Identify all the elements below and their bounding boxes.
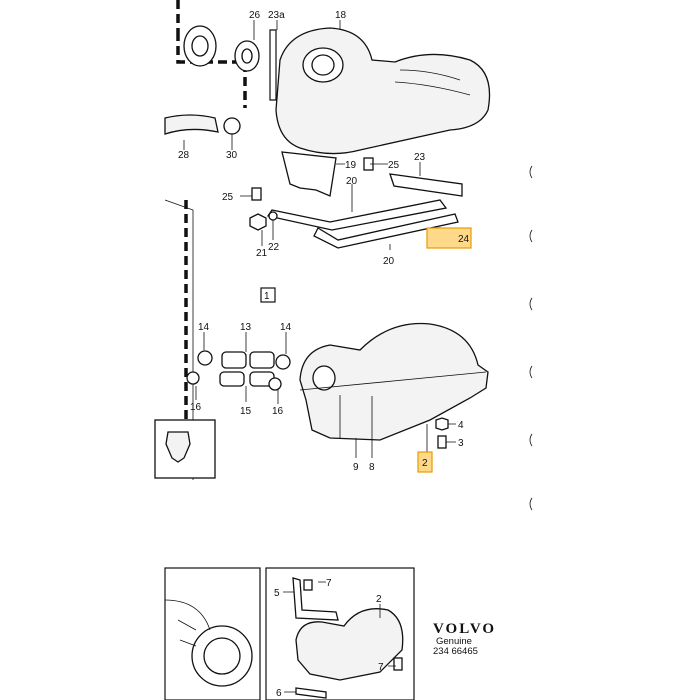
washer-part <box>268 211 278 221</box>
fuel-tank-inset <box>295 608 404 681</box>
inset-bolt-part <box>303 579 313 591</box>
callout-13: 13 <box>240 322 252 333</box>
callout-7-upper: 7 <box>326 578 332 589</box>
hose-part-13b <box>249 351 275 369</box>
callout-18: 18 <box>335 10 347 21</box>
callout-16-right: 16 <box>272 406 284 417</box>
bolt-part-3 <box>437 435 447 449</box>
hose-part-15a <box>219 371 245 387</box>
callout-23: 23 <box>414 152 426 163</box>
tank-strap-upper <box>266 199 448 231</box>
callout-20-upper: 20 <box>346 176 358 187</box>
callout-23a: 23a <box>268 10 285 21</box>
callout-2-inset: 2 <box>376 594 382 605</box>
callout-2: 2 <box>422 458 428 469</box>
brand-genuine: Genuine <box>436 636 472 647</box>
hose-clamp-part <box>223 117 241 135</box>
highlight-24 <box>426 227 472 249</box>
callout-16-left: 16 <box>190 402 202 413</box>
callout-30: 30 <box>226 150 238 161</box>
inset-bolt-part-b <box>393 657 403 671</box>
clip-part <box>165 431 191 463</box>
view-marker-box <box>260 287 276 303</box>
callout-9: 9 <box>353 462 359 473</box>
callout-25-left: 25 <box>222 192 234 203</box>
cut-line-top <box>176 0 247 108</box>
callout-19: 19 <box>345 160 357 171</box>
frame-edge <box>164 199 194 480</box>
callout-7-lower: 7 <box>378 662 384 673</box>
callout-22: 22 <box>268 242 280 253</box>
callout-6: 6 <box>276 688 282 699</box>
callout-8: 8 <box>369 462 375 473</box>
nut-part <box>249 213 267 231</box>
clamp-part-14b <box>275 354 291 370</box>
callout-14-right: 14 <box>280 322 292 333</box>
fuel-tank-middle <box>299 322 489 441</box>
tank-bracket-part <box>281 151 337 197</box>
fuel-tank-upper <box>275 27 491 155</box>
tank-strap-lower <box>313 213 459 249</box>
highlight-2 <box>417 451 433 473</box>
inset-bracket-part <box>292 577 339 621</box>
mounting-plate-part <box>389 173 463 197</box>
filler-hose-part <box>164 114 219 135</box>
clamp-part-16a <box>186 371 200 385</box>
callout-26: 26 <box>249 10 261 21</box>
callout-5: 5 <box>274 588 280 599</box>
callout-15: 15 <box>240 406 252 417</box>
callout-4: 4 <box>458 420 464 431</box>
callout-24: 24 <box>458 234 470 245</box>
callout-14-left: 14 <box>198 322 210 333</box>
tank-outlet-part <box>312 365 336 391</box>
clamp-part-16b <box>268 377 282 391</box>
clamp-part-14a <box>197 350 213 366</box>
bracket-part <box>269 29 277 101</box>
nut-part-4 <box>435 417 449 431</box>
callout-21: 21 <box>256 248 268 259</box>
bolt-part-left <box>251 187 262 201</box>
brand-part-number: 234 66465 <box>433 646 478 657</box>
callout-25-upper: 25 <box>388 160 400 171</box>
callout-20-lower: 20 <box>383 256 395 267</box>
view-marker-label: 1 <box>264 291 270 302</box>
callout-28: 28 <box>178 150 190 161</box>
brand-name: VOLVO <box>433 621 496 637</box>
hose-part-13a <box>221 351 247 369</box>
callout-3: 3 <box>458 438 464 449</box>
